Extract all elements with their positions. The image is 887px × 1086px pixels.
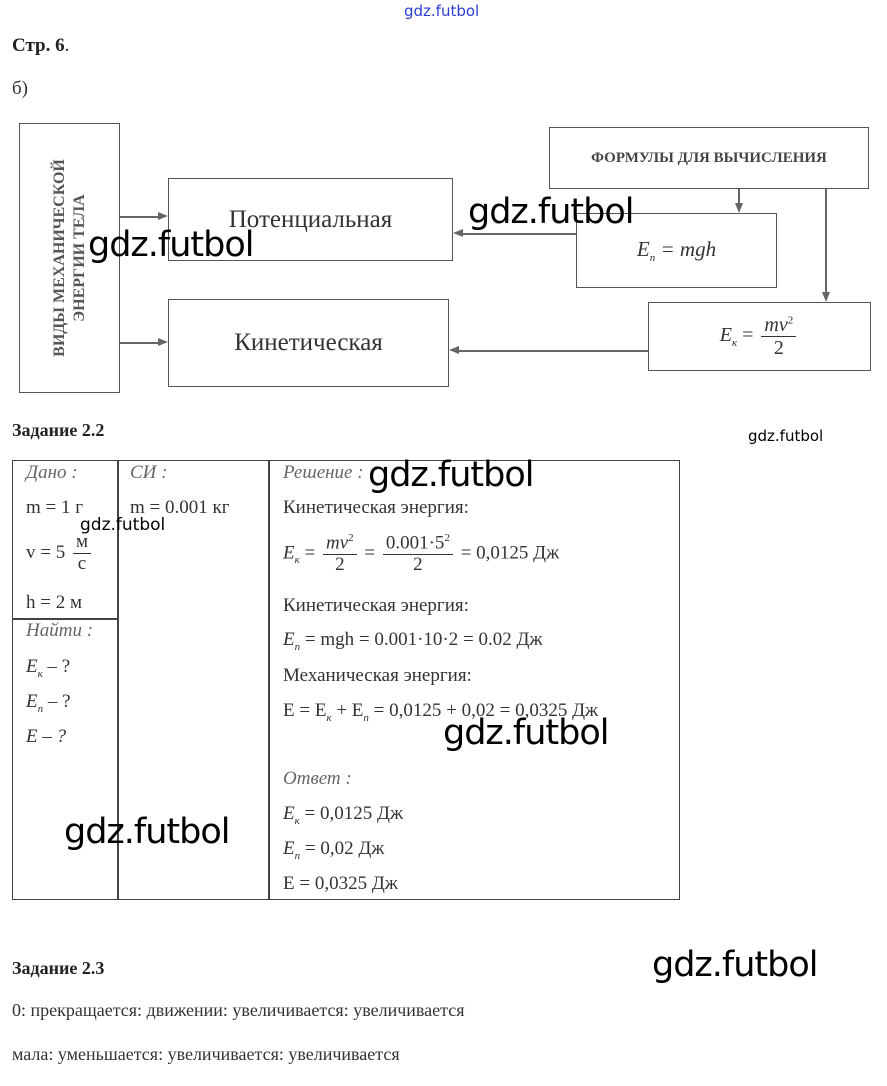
potential-label: Потенциальная	[228, 205, 393, 233]
si-label: СИ :	[130, 462, 168, 483]
watermark: gdz.futbol	[652, 945, 819, 985]
task-2-3-line2: мала: уменьшается: увеличивается: увелич…	[12, 1044, 400, 1064]
si-mass: m = 0.001 кг	[130, 497, 230, 518]
watermark: gdz.futbol	[368, 455, 535, 495]
watermark: gdz.futbol	[80, 515, 166, 535]
given-label: Дано :	[26, 462, 78, 483]
kinetic-energy-label: Кинетическая энергия:	[283, 497, 469, 518]
row-divider	[13, 618, 117, 620]
find-e: E – ?	[26, 726, 67, 747]
potential-energy-formula: Eп = mgh = 0.001·10·2 = 0.02 Дж	[283, 629, 543, 653]
arrow-to-kinetic	[120, 342, 160, 344]
task-2-3-title: Задание 2.3	[12, 958, 105, 978]
task-2-3-line1: 0: прекращается: движении: увеличивается…	[12, 1000, 465, 1020]
task-2-2-title: Задание 2.2	[12, 420, 105, 440]
mechanical-energy-formula: E = Eк + Eп = 0,0125 + 0,02 = 0,0325 Дж	[283, 700, 599, 724]
energy-types-label: ВИДЫ МЕХАНИЧЕСКОЙ ЭНЕРГИИ ТЕЛА	[50, 159, 90, 357]
column-divider	[268, 461, 270, 899]
page-number-text: Стр. 6	[12, 35, 65, 56]
potential-box: Потенциальная	[168, 178, 453, 261]
solution-label: Решение :	[283, 462, 364, 483]
kinetic-label: Кинетическая	[234, 329, 383, 356]
given-mass: m = 1 г	[26, 497, 84, 518]
given-height: h = 2 м	[26, 592, 82, 613]
solution-table	[12, 460, 680, 900]
potential-formula: Eп = mgh	[636, 236, 717, 265]
energy-types-box: ВИДЫ МЕХАНИЧЕСКОЙ ЭНЕРГИИ ТЕЛА	[19, 123, 120, 393]
watermark: gdz.futbol	[88, 225, 255, 265]
watermark: gdz.futbol	[468, 192, 635, 232]
find-ep: Eп – ?	[26, 691, 71, 715]
watermark: gdz.futbol	[748, 427, 824, 445]
arrow-potential-formula	[462, 233, 576, 235]
formulas-label: ФОРМУЛЫ ДЛЯ ВЫЧИСЛЕНИЯ	[591, 149, 827, 166]
part-label: б)	[12, 78, 28, 99]
watermark-link[interactable]: gdz.futbol	[404, 2, 480, 20]
answer-label: Ответ :	[283, 768, 352, 789]
column-divider	[117, 461, 119, 899]
arrowhead-icon	[158, 212, 168, 220]
page-number-dot: .	[64, 35, 70, 56]
answer-ek: Eк = 0,0125 Дж	[283, 803, 404, 827]
watermark: gdz.futbol	[64, 812, 231, 852]
mechanical-energy-label: Механическая энергия:	[283, 665, 472, 686]
answer-e: E = 0,0325 Дж	[283, 873, 398, 894]
arrow-to-potential	[120, 216, 160, 218]
formulas-box: ФОРМУЛЫ ДЛЯ ВЫЧИСЛЕНИЯ	[549, 127, 869, 189]
arrowhead-icon	[453, 229, 463, 237]
watermark: gdz.futbol	[443, 713, 610, 753]
arrow-kinetic-formula	[459, 350, 648, 352]
energy-types-line2: ЭНЕРГИИ ТЕЛА	[70, 194, 88, 322]
answer-ep: Eп = 0,02 Дж	[283, 838, 385, 862]
kinetic-box: Кинетическая	[168, 299, 449, 387]
find-label: Найти :	[26, 620, 94, 641]
arrowhead-icon	[158, 338, 168, 346]
potential-energy-label: Кинетическая энергия:	[283, 595, 469, 616]
arrow-formulas-potential	[738, 189, 740, 205]
arrowhead-icon	[449, 346, 459, 354]
energy-types-line1: ВИДЫ МЕХАНИЧЕСКОЙ	[50, 159, 68, 357]
arrowhead-icon	[735, 203, 743, 213]
arrow-formulas-kinetic	[825, 189, 827, 293]
potential-formula-box: Eп = mgh	[576, 213, 777, 288]
page-number: Стр. 6.	[12, 35, 69, 57]
find-ek: Eк – ?	[26, 656, 71, 680]
arrowhead-icon	[822, 292, 830, 302]
